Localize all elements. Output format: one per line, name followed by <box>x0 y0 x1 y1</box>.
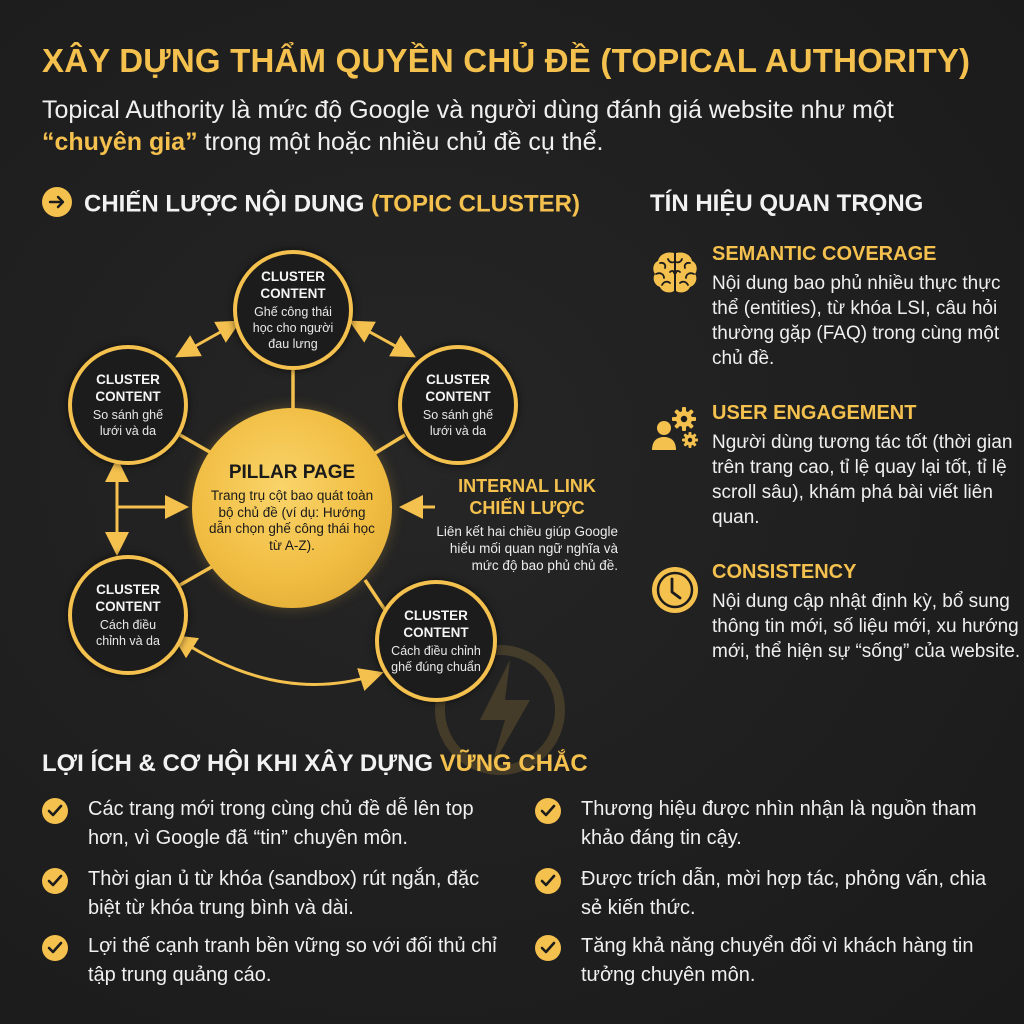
cluster-desc: Cách điều chỉnh ghế đúng chuẩn <box>391 644 481 674</box>
page-subtitle: Topical Authority là mức độ Google và ng… <box>42 94 982 158</box>
cluster-desc: Cách điều chỉnh và da <box>96 618 160 648</box>
check-circle-icon <box>535 798 561 824</box>
signal-desc: Nội dung bao phủ nhiều thực thực thể (en… <box>712 273 1001 369</box>
clock-icon <box>652 567 698 613</box>
strategy-heading: CHIẾN LƯỢC NỘI DUNG (TOPIC CLUSTER) <box>42 187 580 220</box>
benefit-text: Thời gian ủ từ khóa (sandbox) rút ngắn, … <box>88 868 480 919</box>
cluster-node-right-bottom: CLUSTER CONTENT Cách điều chỉnh ghế đúng… <box>375 580 497 702</box>
arrow-right-circle-icon <box>42 187 72 217</box>
signal-title: CONSISTENCY <box>712 561 857 583</box>
internal-link-title-2: CHIẾN LƯỢC <box>469 498 585 518</box>
subtitle-text-post: trong một hoặc nhiều chủ đề cụ thể. <box>197 128 604 156</box>
cluster-title: CLUSTER CONTENT <box>95 372 161 404</box>
user-gears-icon <box>652 407 698 450</box>
page-title: XÂY DỰNG THẨM QUYỀN CHỦ ĐỀ (TOPICAL AUTH… <box>42 42 971 79</box>
cluster-title: CLUSTER CONTENT <box>95 582 161 614</box>
internal-link-note: INTERNAL LINK CHIẾN LƯỢC Liên kết hai ch… <box>436 475 618 574</box>
benefit-text: Tăng khả năng chuyển đổi vì khách hàng t… <box>581 935 974 986</box>
brain-icon <box>653 252 697 293</box>
pillar-title: PILLAR PAGE <box>228 462 356 483</box>
check-circle-icon <box>535 868 561 894</box>
watermark-logo-icon <box>435 645 565 775</box>
cluster-desc: So sánh ghế lưới và da <box>422 408 494 438</box>
signals-heading: TÍN HIỆU QUAN TRỌNG <box>650 190 924 217</box>
benefits-heading: LỢI ÍCH & CƠ HỘI KHI XÂY DỰNG VỮNG CHẮC <box>42 750 588 778</box>
cluster-node-top: CLUSTER CONTENT Ghế công thái học cho ng… <box>233 250 353 370</box>
pillar-page-node: PILLAR PAGE Trang trụ cột bao quát toàn … <box>192 408 392 608</box>
strategy-heading-main: CHIẾN LƯỢC NỘI DUNG <box>84 190 372 218</box>
check-circle-icon <box>42 935 68 961</box>
cluster-node-left-top: CLUSTER CONTENT So sánh ghế lưới và da <box>68 345 188 465</box>
strategy-heading-highlight: (TOPIC CLUSTER) <box>371 190 580 218</box>
benefit-text: Thương hiệu được nhìn nhận là nguồn tham… <box>581 798 977 849</box>
check-circle-icon <box>42 798 68 824</box>
check-circle-icon <box>535 935 561 961</box>
benefits-heading-highlight: VỮNG CHẮC <box>439 750 588 777</box>
subtitle-highlight: “chuyên gia” <box>42 128 198 156</box>
signal-desc: Nội dung cập nhật định kỳ, bổ sung thông… <box>712 591 1021 662</box>
benefit-text: Được trích dẫn, mời hợp tác, phỏng vấn, … <box>581 868 987 919</box>
connector-lines <box>105 320 435 691</box>
cluster-desc: Ghế công thái học cho người đau lưng <box>252 305 334 351</box>
benefits-heading-main: LỢI ÍCH & CƠ HỘI KHI XÂY DỰNG <box>42 750 440 777</box>
topic-cluster-diagram: CLUSTER CONTENT Ghế công thái học cho ng… <box>0 235 640 775</box>
signal-title: USER ENGAGEMENT <box>712 402 917 424</box>
cluster-title: CLUSTER CONTENT <box>425 372 491 404</box>
subtitle-text-pre: Topical Authority là mức độ Google và ng… <box>42 96 894 124</box>
signal-title: SEMANTIC COVERAGE <box>712 243 937 265</box>
cluster-node-left-bottom: CLUSTER CONTENT Cách điều chỉnh và da <box>68 555 188 675</box>
cluster-node-right-top: CLUSTER CONTENT So sánh ghế lưới và da <box>398 345 518 465</box>
check-circle-icon <box>42 868 68 894</box>
internal-link-title-1: INTERNAL LINK <box>458 476 596 496</box>
cluster-title: CLUSTER CONTENT <box>403 608 469 640</box>
benefit-text: Các trang mới trong cùng chủ đề dễ lên t… <box>88 798 474 849</box>
signal-desc: Người dùng tương tác tốt (thời gian trên… <box>712 432 1013 528</box>
cluster-desc: So sánh ghế lưới và da <box>92 408 164 438</box>
cluster-title: CLUSTER CONTENT <box>260 269 326 301</box>
internal-link-desc: Liên kết hai chiều giúp Google hiểu mối … <box>436 524 618 573</box>
pillar-desc: Trang trụ cột bao quát toàn bộ chủ đề (v… <box>209 488 375 553</box>
benefit-text: Lợi thế cạnh tranh bền vững so với đối t… <box>88 935 497 986</box>
